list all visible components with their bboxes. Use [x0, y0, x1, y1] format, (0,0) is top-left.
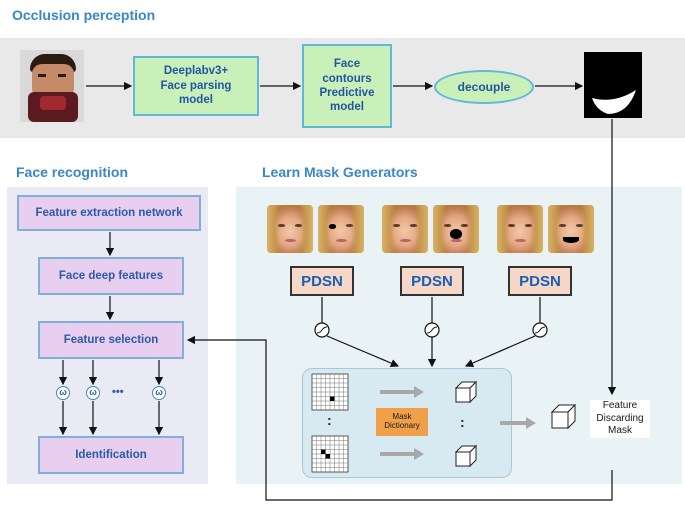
face-recognition-title: Face recognition [16, 164, 129, 180]
weight-symbol-1: ω [59, 387, 67, 397]
mask-dictionary-label: Mask Dictionary [384, 412, 420, 430]
face-pair1-occluded [318, 205, 364, 253]
face-pair2-occluded [433, 205, 479, 253]
face-pair3-clean [497, 205, 543, 253]
mask-dictionary-box: Mask Dictionary [376, 408, 428, 436]
vertical-dots-cubes: : [460, 414, 465, 430]
feature-extraction-box: Feature extraction network [17, 195, 201, 231]
learn-mask-title: Learn Mask Generators [262, 164, 418, 180]
weight-symbol-2: ω [89, 387, 97, 397]
weight-symbol-3: ω [155, 387, 163, 397]
weight-node-3: ω [152, 386, 166, 400]
decouple-ellipse: decouple [434, 70, 534, 104]
occluded-face-photo [20, 50, 84, 122]
face-contours-model-box: Face contours Predictive model [302, 44, 392, 128]
pdsn-box-1: PDSN [290, 266, 354, 296]
face-pair1-clean [267, 205, 313, 253]
face-pair3-occluded [548, 205, 594, 253]
pdsn-box-2: PDSN [400, 266, 464, 296]
feature-discarding-label: Feature Discarding Mask [590, 400, 650, 438]
weight-node-1: ω [56, 386, 70, 400]
weight-ellipsis: ••• [112, 386, 124, 398]
occlusion-title: Occlusion perception [12, 7, 156, 23]
face-deep-features-box: Face deep features [38, 257, 184, 295]
feature-selection-box: Feature selection [38, 321, 184, 359]
decouple-label: decouple [457, 80, 511, 94]
occlusion-mask-output [584, 52, 642, 118]
weight-node-2: ω [86, 386, 100, 400]
pdsn-box-3: PDSN [508, 266, 572, 296]
mask-shape [592, 90, 636, 114]
face-pair2-clean [382, 205, 428, 253]
vertical-dots-grid: : [327, 412, 332, 428]
identification-box: Identification [38, 436, 184, 474]
face-parsing-model-box: Deeplabv3+ Face parsing model [133, 56, 259, 116]
